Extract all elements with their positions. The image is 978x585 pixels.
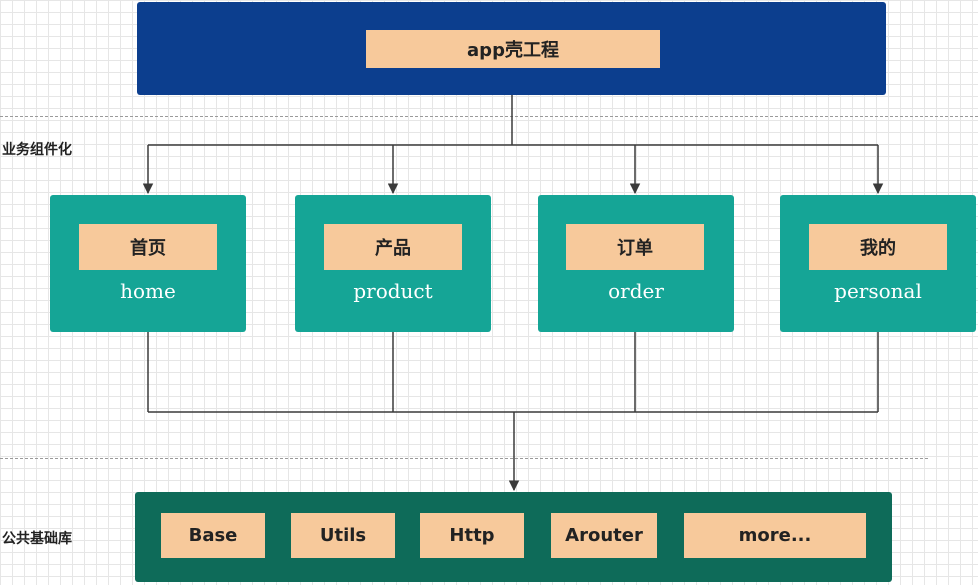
module-cn-order: 订单 xyxy=(566,224,704,270)
lib-item-more: more... xyxy=(684,513,866,558)
module-en-order: order xyxy=(608,279,664,303)
module-cn-personal: 我的 xyxy=(809,224,947,270)
lib-item-arouter: Arouter xyxy=(551,513,657,558)
module-en-home: home xyxy=(120,279,176,303)
section-label-business: 业务组件化 xyxy=(2,142,72,158)
section-label-base: 公共基础库 xyxy=(2,531,72,547)
module-cn-product: 产品 xyxy=(324,224,462,270)
divider-bottom xyxy=(0,458,928,459)
lib-item-http: Http xyxy=(420,513,524,558)
lib-item-base: Base xyxy=(161,513,265,558)
lib-item-utils: Utils xyxy=(291,513,395,558)
module-cn-home: 首页 xyxy=(79,224,217,270)
module-en-product: product xyxy=(353,279,433,303)
divider-top xyxy=(0,116,978,117)
module-en-personal: personal xyxy=(834,279,922,303)
shell-label: app壳工程 xyxy=(366,30,660,68)
